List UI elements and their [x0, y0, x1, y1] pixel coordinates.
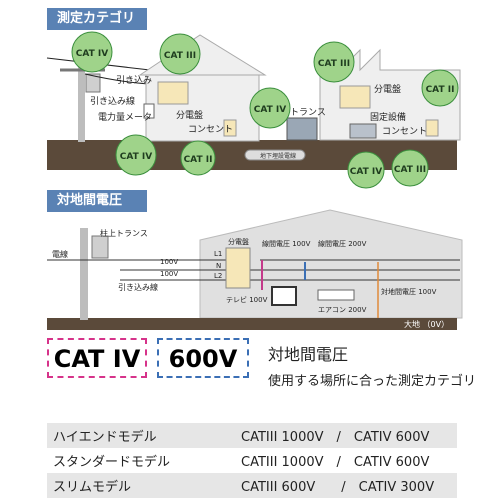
callout-f: CAT III [313, 41, 355, 83]
svg-text:CAT II: CAT II [184, 155, 213, 165]
label-mid-panel: 分電盤 [228, 237, 249, 246]
label-n: N [216, 262, 221, 270]
model-name: スリムモデル [53, 480, 132, 495]
svg-text:CAT III: CAT III [318, 59, 350, 69]
label-ground-100: 対地間電圧 100V [381, 287, 437, 296]
category-rating-box: CAT IV [47, 338, 147, 378]
tv-icon [271, 286, 297, 306]
factory-panel [339, 85, 371, 109]
label-ac: エアコン 200V [318, 306, 367, 314]
meter-box [143, 103, 155, 119]
callout-g: CAT II [421, 69, 459, 107]
label-outlet2: コンセント [382, 126, 427, 137]
earth-band [47, 318, 457, 330]
label-fixed-equipment: 固定設備 [370, 111, 406, 123]
svg-text:CAT III: CAT III [394, 165, 426, 175]
model-spec: CATIII 1000V / CATIV 600V [241, 430, 430, 445]
label-v2: 100V [160, 270, 178, 278]
callout-e: CAT IV [249, 87, 291, 129]
ac-icon [317, 289, 355, 301]
transformer-box [286, 117, 318, 141]
label-transformer: トランス [290, 107, 326, 118]
svg-text:CAT IV: CAT IV [120, 152, 152, 162]
category-section-title: 測定カテゴリ [47, 8, 147, 30]
callout-h: CAT IV [347, 151, 385, 189]
label-mid-service-line: 引き込み線 [118, 282, 158, 292]
pole2-transformer [91, 235, 109, 259]
label-pole-line: 電線 [52, 249, 68, 259]
label-service-line: 引き込み線 [90, 95, 135, 107]
diagram-canvas: 引き込み 引き込み線 電力量メータ 分電盤 コンセント トランス 地下埋設電線 … [46, 31, 463, 330]
label-v1: 100V [160, 258, 178, 266]
panel-switch [225, 247, 251, 289]
svg-text:CAT III: CAT III [164, 51, 196, 61]
callout-a: CAT IV [71, 31, 113, 73]
label-line-100: 線間電圧 100V [262, 239, 311, 248]
table-row: スリムモデル CATIII 600V / CATIV 300V [47, 473, 457, 498]
model-name: スタンダードモデル [53, 455, 171, 470]
house1-panel [157, 81, 189, 105]
label-meter: 電力量メータ [98, 111, 152, 123]
table-row: スタンダードモデル CATIII 1000V / CATIV 600V [47, 448, 457, 473]
callout-b: CAT III [159, 33, 201, 75]
model-name: ハイエンドモデル [53, 430, 157, 445]
label-earth: 大地 （0V） [404, 319, 449, 329]
label-outlet: コンセント [188, 124, 233, 135]
voltage-rating-box: 600V [157, 338, 249, 378]
service-drop-line [84, 73, 149, 85]
rating-description: 使用する場所に合った測定カテゴリ [268, 374, 477, 389]
rating-voltage-label: 対地間電圧 [268, 345, 349, 364]
callout-d: CAT II [180, 140, 216, 176]
house2 [199, 209, 463, 319]
callout-c: CAT IV [115, 134, 157, 176]
label-panel: 分電盤 [176, 109, 203, 121]
label-panel2: 分電盤 [374, 83, 401, 95]
model-spec: CATIII 600V / CATIV 300V [241, 480, 435, 495]
svg-text:CAT IV: CAT IV [350, 167, 382, 177]
factory-outlet [425, 119, 439, 137]
table-row: ハイエンドモデル CATIII 1000V / CATIV 600V [47, 423, 457, 448]
svg-text:CAT IV: CAT IV [76, 49, 108, 59]
svg-text:CAT II: CAT II [426, 85, 455, 95]
house1-roof [138, 34, 267, 76]
pole2 [80, 228, 88, 320]
svg-text:CAT IV: CAT IV [254, 105, 286, 115]
label-l1: L1 [214, 250, 222, 258]
fixed-equipment [349, 123, 377, 139]
utility-pole [78, 58, 85, 142]
model-spec: CATIII 1000V / CATIV 600V [241, 455, 430, 470]
label-service-drop: 引き込み [116, 75, 152, 86]
label-pole-transformer: 柱上トランス [100, 228, 148, 238]
voltage-section-title: 対地間電圧 [47, 190, 147, 212]
callout-i: CAT III [391, 149, 429, 187]
underground-cable [244, 149, 306, 161]
label-line-200: 線間電圧 200V [318, 239, 367, 248]
label-l2: L2 [214, 272, 222, 280]
pole-transformer [85, 73, 101, 93]
label-tv: テレビ 100V [226, 295, 268, 304]
label-cable: 地下埋設電線 [260, 152, 296, 160]
model-spec-table: ハイエンドモデル CATIII 1000V / CATIV 600V スタンダー… [47, 423, 457, 498]
house1-outlet [223, 119, 237, 137]
